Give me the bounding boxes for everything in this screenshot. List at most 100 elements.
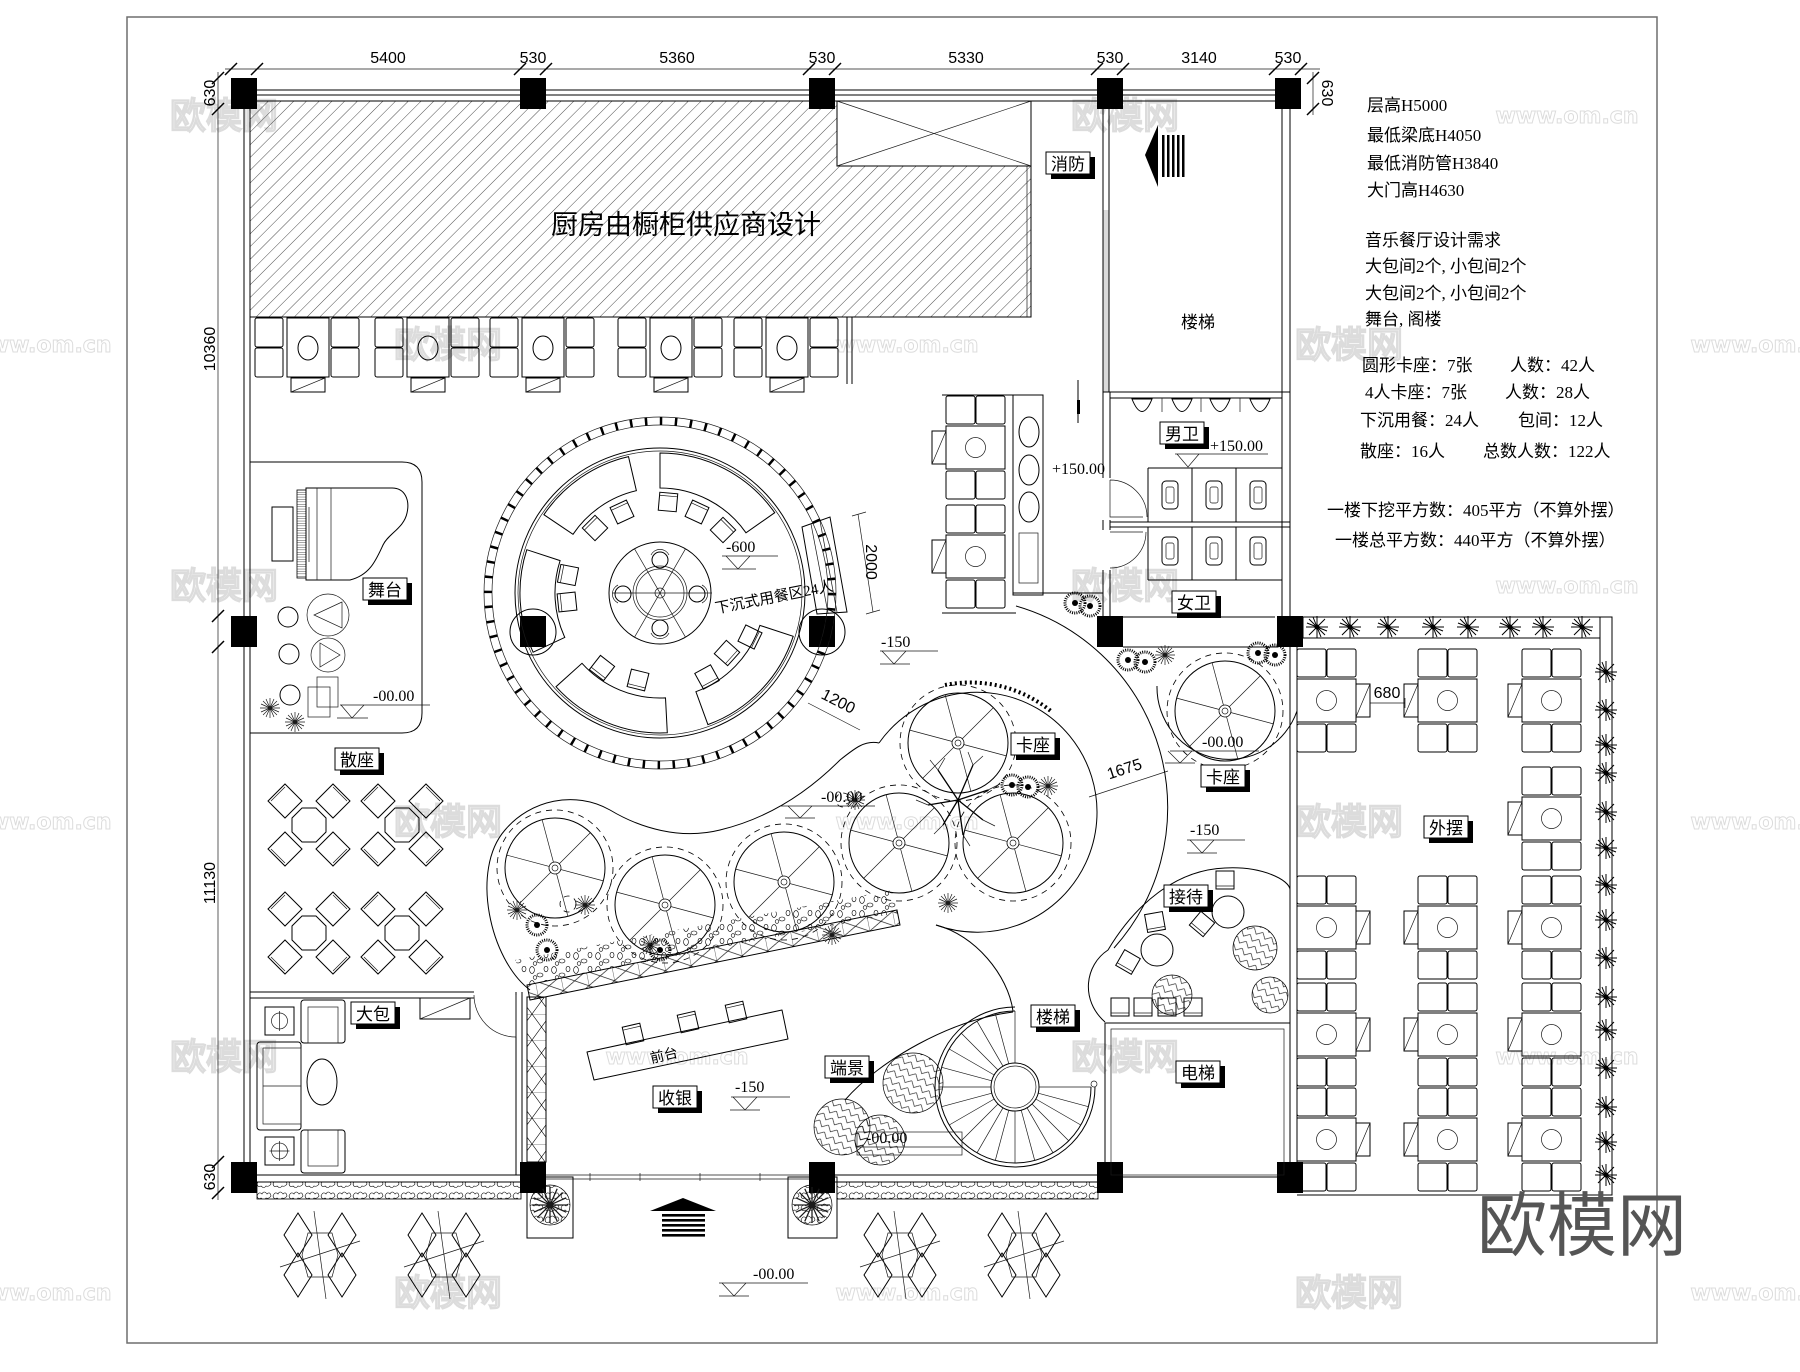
label-mens-restroom: 男卫 bbox=[1159, 421, 1210, 450]
label-cashier: 收银 bbox=[652, 1085, 703, 1114]
outdoor-table bbox=[279, 1210, 361, 1300]
dim-text-530: 530 bbox=[520, 50, 547, 67]
spiral-stair bbox=[934, 1006, 1098, 1168]
svg-text:楼梯: 楼梯 bbox=[1036, 1008, 1070, 1027]
svg-text:-00.00: -00.00 bbox=[373, 688, 414, 705]
booth-set bbox=[254, 317, 360, 393]
svg-text:接待: 接待 bbox=[1169, 888, 1203, 907]
tree-planter bbox=[787, 1176, 838, 1239]
level-marker-feature: -00.00 bbox=[857, 1130, 962, 1148]
dim-text-11130: 11130 bbox=[202, 862, 219, 904]
dim-text-5360: 5360 bbox=[659, 50, 695, 67]
curved-sofa bbox=[695, 624, 794, 726]
column bbox=[231, 1162, 257, 1193]
svg-text:-150: -150 bbox=[735, 1079, 764, 1096]
round-booth bbox=[954, 784, 1072, 902]
level-marker-booth-zone: -00.00 bbox=[780, 789, 875, 819]
watermark-brand: 欧模网 bbox=[170, 1037, 278, 1078]
seating-item: 散座：16人 bbox=[1360, 442, 1445, 461]
front-desk-label: 前台 bbox=[648, 1044, 679, 1067]
seating-count: 人数：28人 bbox=[1505, 383, 1590, 402]
front-desk-counter bbox=[586, 1009, 789, 1081]
watermark-site: www.om.cn bbox=[1690, 1281, 1800, 1306]
svg-text:卡座: 卡座 bbox=[1016, 736, 1050, 755]
toilet-icon bbox=[1205, 536, 1223, 566]
entrance-arrow-icon bbox=[650, 1198, 716, 1211]
terrace-booth bbox=[1521, 875, 1582, 980]
watermark-brand: 欧模网 bbox=[1071, 1037, 1179, 1078]
glass-truss-partition bbox=[526, 909, 901, 1001]
note-door-height: 大门高H4630 bbox=[1367, 181, 1464, 200]
watermark-brand: 欧模网 bbox=[394, 325, 502, 366]
dimension-top: 5400 530 5360 530 5330 530 3140 530 bbox=[224, 50, 1320, 76]
curved-sofa bbox=[519, 549, 566, 653]
label-elevator: 电梯 bbox=[1175, 1060, 1226, 1089]
armchair bbox=[300, 1129, 346, 1174]
restroom-block bbox=[1012, 380, 1290, 617]
label-stage: 舞台 bbox=[362, 577, 413, 606]
terrace-booth bbox=[1417, 1087, 1478, 1192]
column bbox=[520, 78, 546, 109]
level-marker-stage: -00.00 bbox=[337, 688, 430, 719]
watermark-brand: 欧模网 bbox=[394, 802, 502, 843]
cafe-table bbox=[267, 783, 351, 867]
stair-label-north: 楼梯 bbox=[1181, 313, 1215, 332]
watermark-site: www.om.cn bbox=[1690, 810, 1800, 835]
watermark-brand: 欧模网 bbox=[1295, 802, 1403, 843]
planter-strip bbox=[836, 1181, 1099, 1200]
svg-text:消防: 消防 bbox=[1051, 155, 1085, 174]
seating-item: 4人卡座：7张 bbox=[1365, 383, 1467, 402]
watermark-site: www.om.cn bbox=[835, 1281, 978, 1306]
outdoor-table bbox=[983, 1210, 1065, 1300]
round-dining-table bbox=[608, 541, 712, 645]
svg-text:电梯: 电梯 bbox=[1181, 1064, 1215, 1083]
curved-sofa bbox=[659, 452, 776, 534]
design-notes: 层高H5000 最低梁底H4050 最低消防管H3840 大门高H4630 音乐… bbox=[1327, 96, 1625, 550]
toilet-icon bbox=[1161, 480, 1179, 510]
svg-text:+150.00: +150.00 bbox=[1052, 461, 1105, 478]
piano-keyboard bbox=[296, 489, 307, 579]
drawing-frame bbox=[126, 16, 1658, 1344]
column bbox=[809, 616, 835, 647]
entrance-steps-icon bbox=[662, 1214, 705, 1237]
dim-text-630: 630 bbox=[1318, 80, 1335, 107]
watermark-site: www.om.cn bbox=[605, 1045, 748, 1070]
arrow-left-icon bbox=[1145, 125, 1158, 187]
drum-kit-icon bbox=[277, 593, 350, 718]
terrace-booth bbox=[1296, 982, 1357, 1087]
brand-logo: 欧模网 bbox=[1477, 1185, 1687, 1267]
front-desk-zone: 前台 bbox=[586, 1000, 789, 1081]
svg-text:-00.00: -00.00 bbox=[821, 789, 862, 806]
seating-item: 下沉用餐：24人 bbox=[1360, 411, 1479, 430]
note-beam-height: 最低梁底H4050 bbox=[1367, 126, 1481, 145]
dim-text-680: 680 bbox=[1374, 685, 1401, 702]
label-womens-restroom: 女卫 bbox=[1171, 590, 1222, 619]
interior-dimensions: 2000 1200 1675 680 bbox=[807, 511, 1406, 798]
requirements-title: 音乐餐厅设计需求 bbox=[1365, 231, 1501, 250]
level-marker-aisle-east: -150 bbox=[1187, 822, 1245, 854]
dim-text-1200: 1200 bbox=[818, 686, 858, 717]
watermark-brand: 欧模网 bbox=[1071, 96, 1179, 137]
terrace-booth bbox=[1521, 648, 1582, 753]
svg-text:-600: -600 bbox=[726, 539, 755, 556]
label-fire-control: 消防 bbox=[1045, 151, 1096, 180]
stage-zone bbox=[250, 461, 423, 734]
kitchen-zone: 厨房由橱柜供应商设计 bbox=[249, 100, 1032, 318]
column bbox=[809, 78, 835, 109]
note-fire-pipe-height: 最低消防管H3840 bbox=[1367, 154, 1498, 173]
svg-text:散座: 散座 bbox=[340, 751, 374, 770]
booth-set bbox=[945, 395, 1006, 500]
kitchen-note: 厨房由橱柜供应商设计 bbox=[551, 210, 821, 240]
svg-text:-150: -150 bbox=[1190, 822, 1219, 839]
svg-text:+150.00: +150.00 bbox=[1210, 438, 1263, 455]
label-terrace: 外摆 bbox=[1423, 815, 1474, 844]
svg-text:-00.00: -00.00 bbox=[866, 1130, 907, 1147]
cafe-table bbox=[267, 891, 351, 975]
booth-set bbox=[945, 504, 1006, 609]
level-marker-corridor: +150.00 bbox=[1052, 461, 1105, 478]
label-large-private-room: 大包 bbox=[350, 1001, 401, 1030]
level-marker-booth-right: -00.00 bbox=[1165, 734, 1259, 764]
dim-text-1675: 1675 bbox=[1105, 756, 1144, 783]
svg-text:-150: -150 bbox=[881, 634, 910, 651]
svg-text:端景: 端景 bbox=[830, 1059, 864, 1078]
